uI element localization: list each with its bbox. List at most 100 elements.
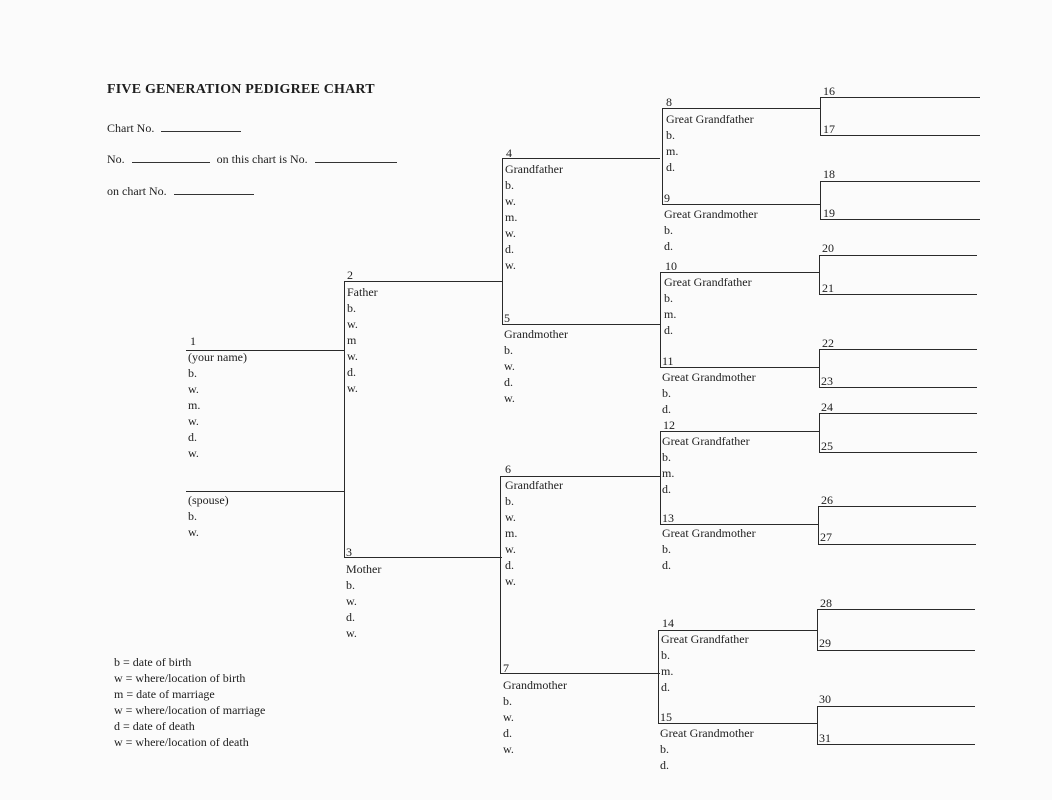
person-11-number: 11: [662, 354, 674, 368]
line-person-5: [502, 324, 660, 326]
person-11-field: d.: [662, 402, 671, 416]
person-27-number[interactable]: 27: [820, 530, 832, 544]
person-2-block[interactable]: Father b. w. m w. d. w.: [347, 284, 378, 396]
person-15-name: Great Grandmother: [660, 726, 754, 740]
person-13-block[interactable]: Great Grandmother b. d.: [662, 525, 756, 573]
person-21-number[interactable]: 21: [822, 281, 834, 295]
person-5-field: w.: [504, 391, 515, 405]
chart-no-field[interactable]: [161, 121, 242, 132]
person-7-block[interactable]: Grandmother b. w. d. w.: [503, 677, 567, 757]
line-person-11: [660, 367, 819, 369]
line-person-2: [344, 281, 502, 283]
person-9-number: 9: [664, 191, 670, 205]
line-person-7: [500, 673, 660, 675]
person-13-field: d.: [662, 558, 671, 572]
person-1-number: 1: [190, 334, 196, 348]
person-6-field: m.: [505, 526, 518, 540]
person-3-field: w.: [346, 594, 357, 608]
person-6-field: w.: [505, 542, 516, 556]
bracket-22-23: [819, 349, 821, 388]
person-1-block[interactable]: (your name) b. w. m. w. d. w.: [188, 349, 247, 461]
person-10-field: d.: [664, 323, 673, 337]
person-18-number[interactable]: 18: [823, 167, 835, 181]
bracket-12-13: [660, 431, 662, 525]
person-14-field: d.: [661, 680, 670, 694]
line-person-1: [186, 350, 344, 352]
bracket-gen2: [344, 281, 346, 558]
person-24-number[interactable]: 24: [821, 400, 833, 414]
person-7-number: 7: [503, 661, 509, 675]
person-28-number[interactable]: 28: [820, 596, 832, 610]
person-5-block[interactable]: Grandmother b. w. d. w.: [504, 326, 568, 406]
person-2-field: d.: [347, 365, 356, 379]
line-person-18: [820, 181, 980, 183]
chart-no-row: Chart No.: [107, 121, 242, 135]
no-label: No.: [107, 152, 125, 166]
person-6-field: w.: [505, 510, 516, 524]
person-30-number[interactable]: 30: [819, 692, 831, 706]
line-person-26: [818, 506, 976, 508]
person-12-field: b.: [662, 450, 671, 464]
person-4-name: Grandfather: [505, 162, 563, 176]
person-23-number[interactable]: 23: [821, 374, 833, 388]
line-person-16: [820, 97, 980, 99]
person-11-field: b.: [662, 386, 671, 400]
line-person-29: [817, 650, 975, 652]
page-title: FIVE GENERATION PEDIGREE CHART: [107, 82, 375, 97]
person-10-field: b.: [664, 291, 673, 305]
line-person-20: [819, 255, 977, 257]
person-9-block[interactable]: Great Grandmother b. d.: [664, 206, 758, 254]
person-2-field: b.: [347, 301, 356, 315]
person-17-number[interactable]: 17: [823, 122, 835, 136]
person-6-block[interactable]: Grandfather b. w. m. w. d. w.: [505, 477, 563, 589]
person-19-number[interactable]: 19: [823, 206, 835, 220]
person-no-field[interactable]: [131, 152, 210, 163]
on-chart-no-field[interactable]: [173, 184, 254, 195]
person-14-block[interactable]: Great Grandfather b. m. d.: [661, 631, 749, 695]
person-2-field: w.: [347, 381, 358, 395]
spouse-block[interactable]: (spouse) b. w.: [188, 492, 229, 540]
person-22-number[interactable]: 22: [822, 336, 834, 350]
line-person-17: [820, 135, 980, 137]
line-spouse: [186, 491, 344, 493]
bracket-gen3-upper: [502, 158, 504, 325]
person-11-block[interactable]: Great Grandmother b. d.: [662, 369, 756, 417]
bracket-16-17: [820, 97, 822, 136]
person-16-number[interactable]: 16: [823, 84, 835, 98]
person-1-field: w.: [188, 382, 199, 396]
line-person-22: [819, 349, 977, 351]
line-person-31: [817, 744, 975, 746]
bracket-24-25: [819, 413, 821, 453]
legend-item: m = date of marriage: [114, 687, 215, 701]
person-31-number[interactable]: 31: [819, 731, 831, 745]
person-10-field: m.: [664, 307, 677, 321]
person-5-name: Grandmother: [504, 327, 568, 341]
person-10-block[interactable]: Great Grandfather b. m. d.: [664, 274, 752, 338]
line-person-28: [817, 609, 975, 611]
on-this-chart-label: on this chart is No.: [216, 152, 308, 166]
line-person-6: [500, 476, 660, 478]
legend-item: w = where/location of birth: [114, 671, 246, 685]
person-4-block[interactable]: Grandfather b. w. m. w. d. w.: [505, 161, 563, 273]
person-8-field: m.: [666, 144, 679, 158]
person-12-block[interactable]: Great Grandfather b. m. d.: [662, 433, 750, 497]
line-person-24: [819, 413, 977, 415]
person-3-block[interactable]: Mother b. w. d. w.: [346, 561, 381, 641]
person-29-number[interactable]: 29: [819, 636, 831, 650]
person-15-block[interactable]: Great Grandmother b. d.: [660, 725, 754, 773]
person-25-number[interactable]: 25: [821, 439, 833, 453]
person-8-block[interactable]: Great Grandfather b. m. d.: [666, 111, 754, 175]
person-20-number[interactable]: 20: [822, 241, 834, 255]
bracket-28-29: [817, 609, 819, 651]
person-12-field: d.: [662, 482, 671, 496]
line-person-4: [502, 158, 660, 160]
person-8-number: 8: [666, 95, 672, 109]
person-12-field: m.: [662, 466, 675, 480]
spouse-field: w.: [188, 525, 199, 539]
person-26-number[interactable]: 26: [821, 493, 833, 507]
bracket-30-31: [817, 706, 819, 745]
person-6-name: Grandfather: [505, 478, 563, 492]
person-15-field: d.: [660, 758, 669, 772]
this-chart-no-field[interactable]: [314, 152, 397, 163]
person-2-field: m: [347, 333, 357, 347]
